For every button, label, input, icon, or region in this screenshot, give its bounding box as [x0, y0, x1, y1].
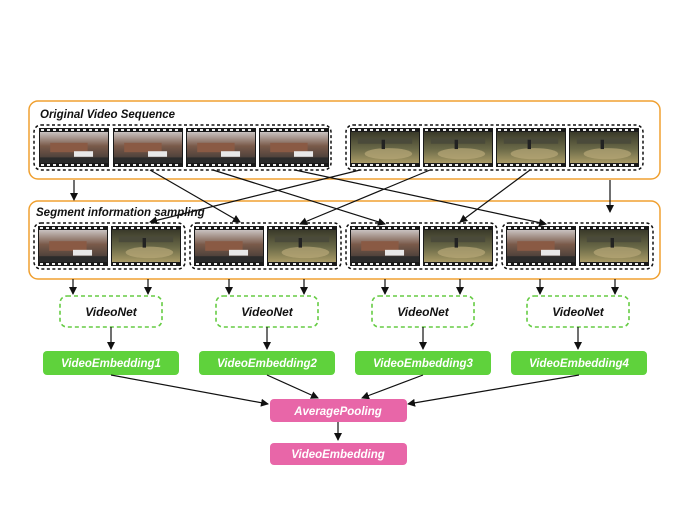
segment-group-4 [501, 222, 654, 270]
segment-group-2 [189, 222, 342, 270]
arrow-embedding-1-to-pooling [110, 374, 269, 407]
segment-1-frame-b [111, 226, 181, 266]
original-frame-2 [113, 128, 183, 167]
videonet-label-3: VideoNet [397, 305, 450, 319]
sampling-arrow-5 [294, 169, 547, 227]
original-sequence-section [28, 100, 661, 180]
original-sequence-title: Original Video Sequence [40, 109, 176, 121]
videonet-box-1: VideoNet [59, 279, 163, 350]
videonet-box-3: VideoNet [371, 279, 475, 350]
arrow-embedding-4-to-pooling [407, 374, 580, 407]
segment-group-3 [345, 222, 498, 270]
average-pooling-box: AveragePooling [270, 399, 407, 422]
videonet-label-2: VideoNet [241, 305, 294, 319]
original-frame-3 [186, 128, 256, 167]
original-frame-8 [569, 128, 639, 167]
original-frame-group-left [33, 124, 332, 171]
video-embedding-label-3: VideoEmbedding3 [373, 358, 473, 370]
video-embedding-label-4: VideoEmbedding4 [529, 358, 629, 370]
video-embedding-box-3: VideoEmbedding3 [355, 351, 491, 375]
video-embedding-box-2: VideoEmbedding2 [199, 351, 335, 375]
original-frame-1 [39, 128, 109, 167]
video-embedding-box-4: VideoEmbedding4 [511, 351, 647, 375]
original-frame-5 [350, 128, 420, 167]
sampling-arrow-7 [299, 169, 431, 226]
segment-2-frame-b [267, 226, 337, 266]
segment-3-frame-b [423, 226, 493, 266]
segment-4-frame-a [506, 226, 576, 266]
segment-group-1 [33, 222, 186, 270]
original-frame-group-right [345, 124, 644, 171]
arrow-embedding-2-to-pooling [266, 374, 319, 399]
sampling-arrow-8 [459, 169, 531, 223]
videonet-box-2: VideoNet [215, 279, 319, 350]
sampling-arrow-6 [149, 169, 361, 225]
sampling-arrow-4 [212, 169, 386, 226]
average-pooling-label: AveragePooling [293, 406, 382, 418]
segment-4-frame-b [579, 226, 649, 266]
output-embedding-label: VideoEmbedding [291, 449, 385, 461]
sampling-arrow-3 [149, 169, 241, 223]
original-frame-6 [423, 128, 493, 167]
original-frame-7 [496, 128, 566, 167]
original-frame-4 [259, 128, 329, 167]
segment-1-frame-a [38, 226, 108, 266]
video-embedding-label-2: VideoEmbedding2 [217, 358, 317, 370]
videonet-label-4: VideoNet [552, 305, 605, 319]
video-embedding-box-1: VideoEmbedding1 [43, 351, 179, 375]
segment-sampling-title: Segment information sampling [36, 207, 205, 219]
segment-sampling-section [28, 200, 661, 280]
video-embedding-label-1: VideoEmbedding1 [61, 358, 161, 370]
videonet-box-4: VideoNet [526, 279, 630, 350]
segment-3-frame-a [350, 226, 420, 266]
arrow-embedding-3-to-pooling [361, 374, 424, 400]
videonet-label-1: VideoNet [85, 305, 138, 319]
output-embedding-box: VideoEmbedding [270, 443, 407, 465]
segment-2-frame-a [194, 226, 264, 266]
